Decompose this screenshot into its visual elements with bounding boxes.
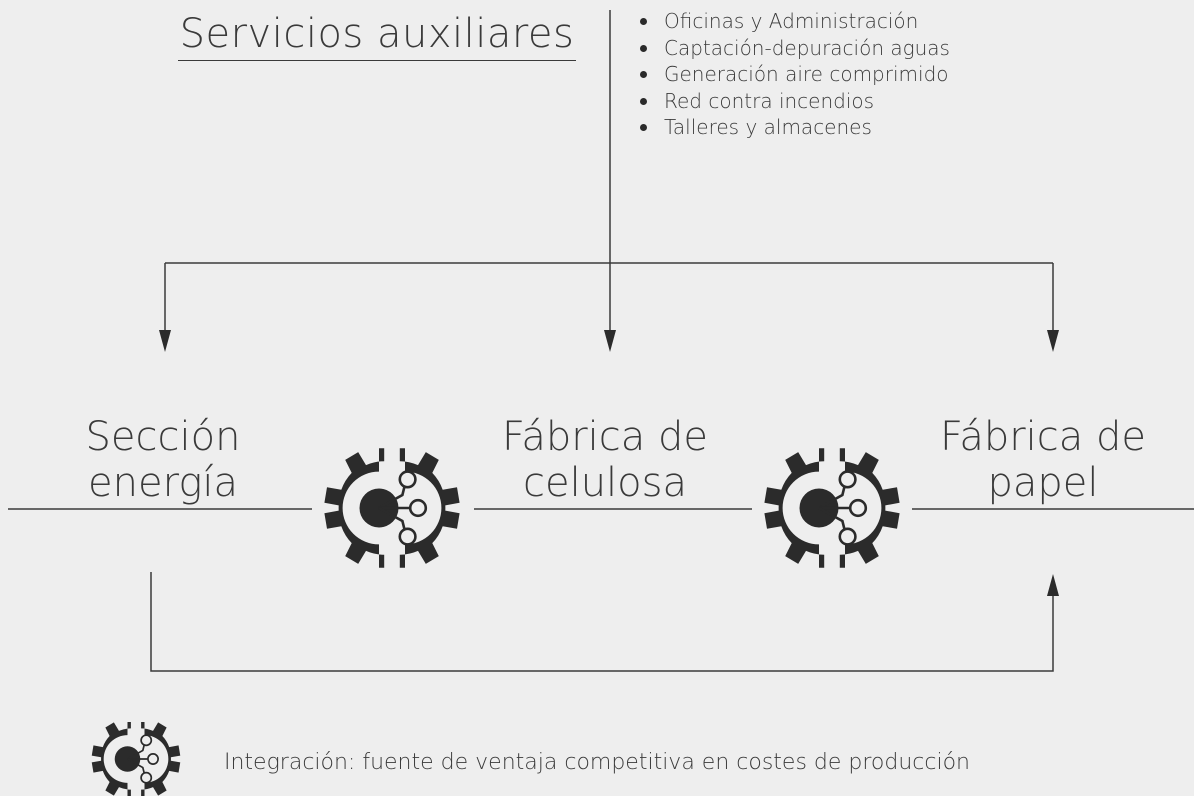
section-energia: Sección energía [58,414,268,506]
section-papel-line2: papel [987,460,1099,506]
arrow-down-energia-icon [159,330,171,352]
section-energia-line2: energía [88,460,238,506]
arrow-down-papel-icon [1047,330,1059,352]
list-item: Oficinas y Administración [640,8,950,35]
legend-text: Integración: fuente de ventaja competiti… [224,750,971,775]
page-title: Servicios auxiliares [178,8,576,61]
section-papel: Fábrica de papel [908,414,1178,506]
list-item: Talleres y almacenes [640,114,950,141]
integration-gears-icon [310,446,474,570]
list-item: Generación aire comprimido [640,62,949,86]
section-celulosa-line2: celulosa [522,460,687,506]
auxiliary-services-list: Oficinas y Administración Captación-depu… [636,8,950,141]
section-celulosa: Fábrica de celulosa [470,414,740,506]
list-item: Red contra incendios [640,88,950,115]
arrow-down-celulosa-icon [604,330,616,352]
list-item: Captación-depuración aguas [640,35,950,60]
legend-gears-icon [78,722,194,796]
section-energia-line1: Sección [85,414,241,460]
section-celulosa-line1: Fábrica de [501,414,708,460]
section-papel-line1: Fábrica de [939,414,1146,460]
arrow-up-papel-icon [1047,574,1059,596]
integration-gears-icon [750,446,914,570]
